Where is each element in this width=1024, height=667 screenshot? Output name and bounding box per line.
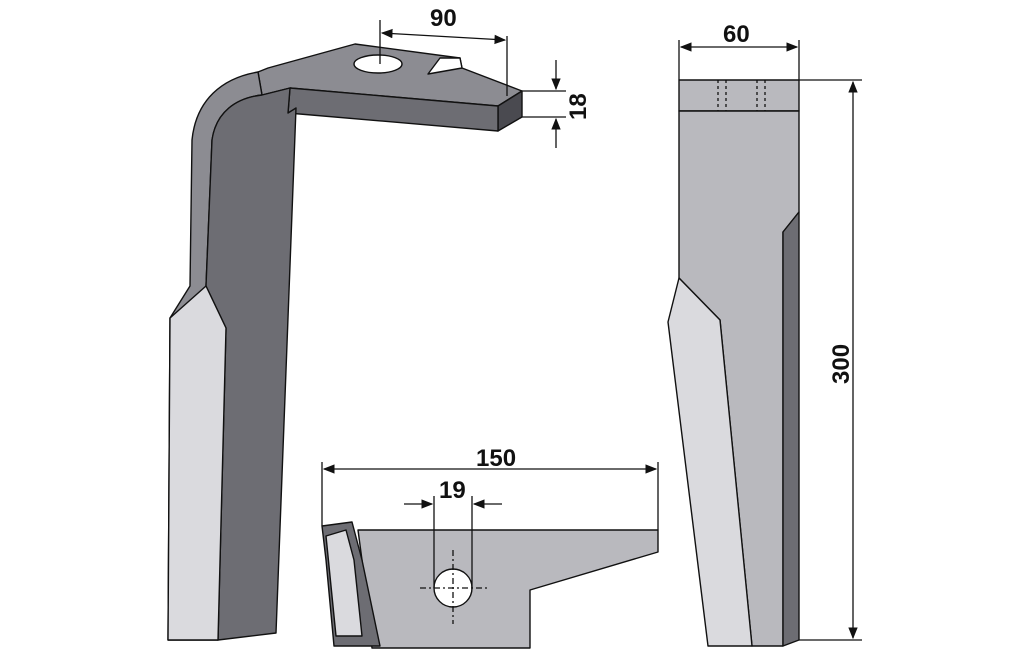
dimension-300-label: 300 xyxy=(828,344,855,384)
dimension-18-label: 18 xyxy=(565,93,592,120)
dimension-90: 90 xyxy=(379,5,508,96)
dimension-19-label: 19 xyxy=(439,477,466,504)
base-view: 150 19 xyxy=(321,445,659,649)
dimension-18: 18 xyxy=(522,60,592,148)
dimension-19: 19 xyxy=(404,477,502,588)
base-tip-insert xyxy=(325,529,363,637)
side-edge-face xyxy=(782,211,800,647)
base-main-face xyxy=(357,529,659,649)
dimension-150: 150 xyxy=(321,445,659,530)
blade-main-face xyxy=(205,87,297,641)
side-view: 60 300 xyxy=(667,21,862,647)
dimension-300: 300 xyxy=(799,79,862,641)
perspective-view: 90 18 xyxy=(167,5,592,641)
side-hard-facing xyxy=(667,277,753,647)
flange-notch xyxy=(427,57,463,75)
side-top-block xyxy=(678,79,800,112)
dimension-150-label: 150 xyxy=(476,445,516,472)
dimension-60: 60 xyxy=(678,21,800,80)
hard-facing-insert xyxy=(167,285,227,641)
mounting-hole xyxy=(353,54,403,74)
dimension-60-label: 60 xyxy=(723,21,750,48)
dimension-90-label: 90 xyxy=(430,5,457,32)
